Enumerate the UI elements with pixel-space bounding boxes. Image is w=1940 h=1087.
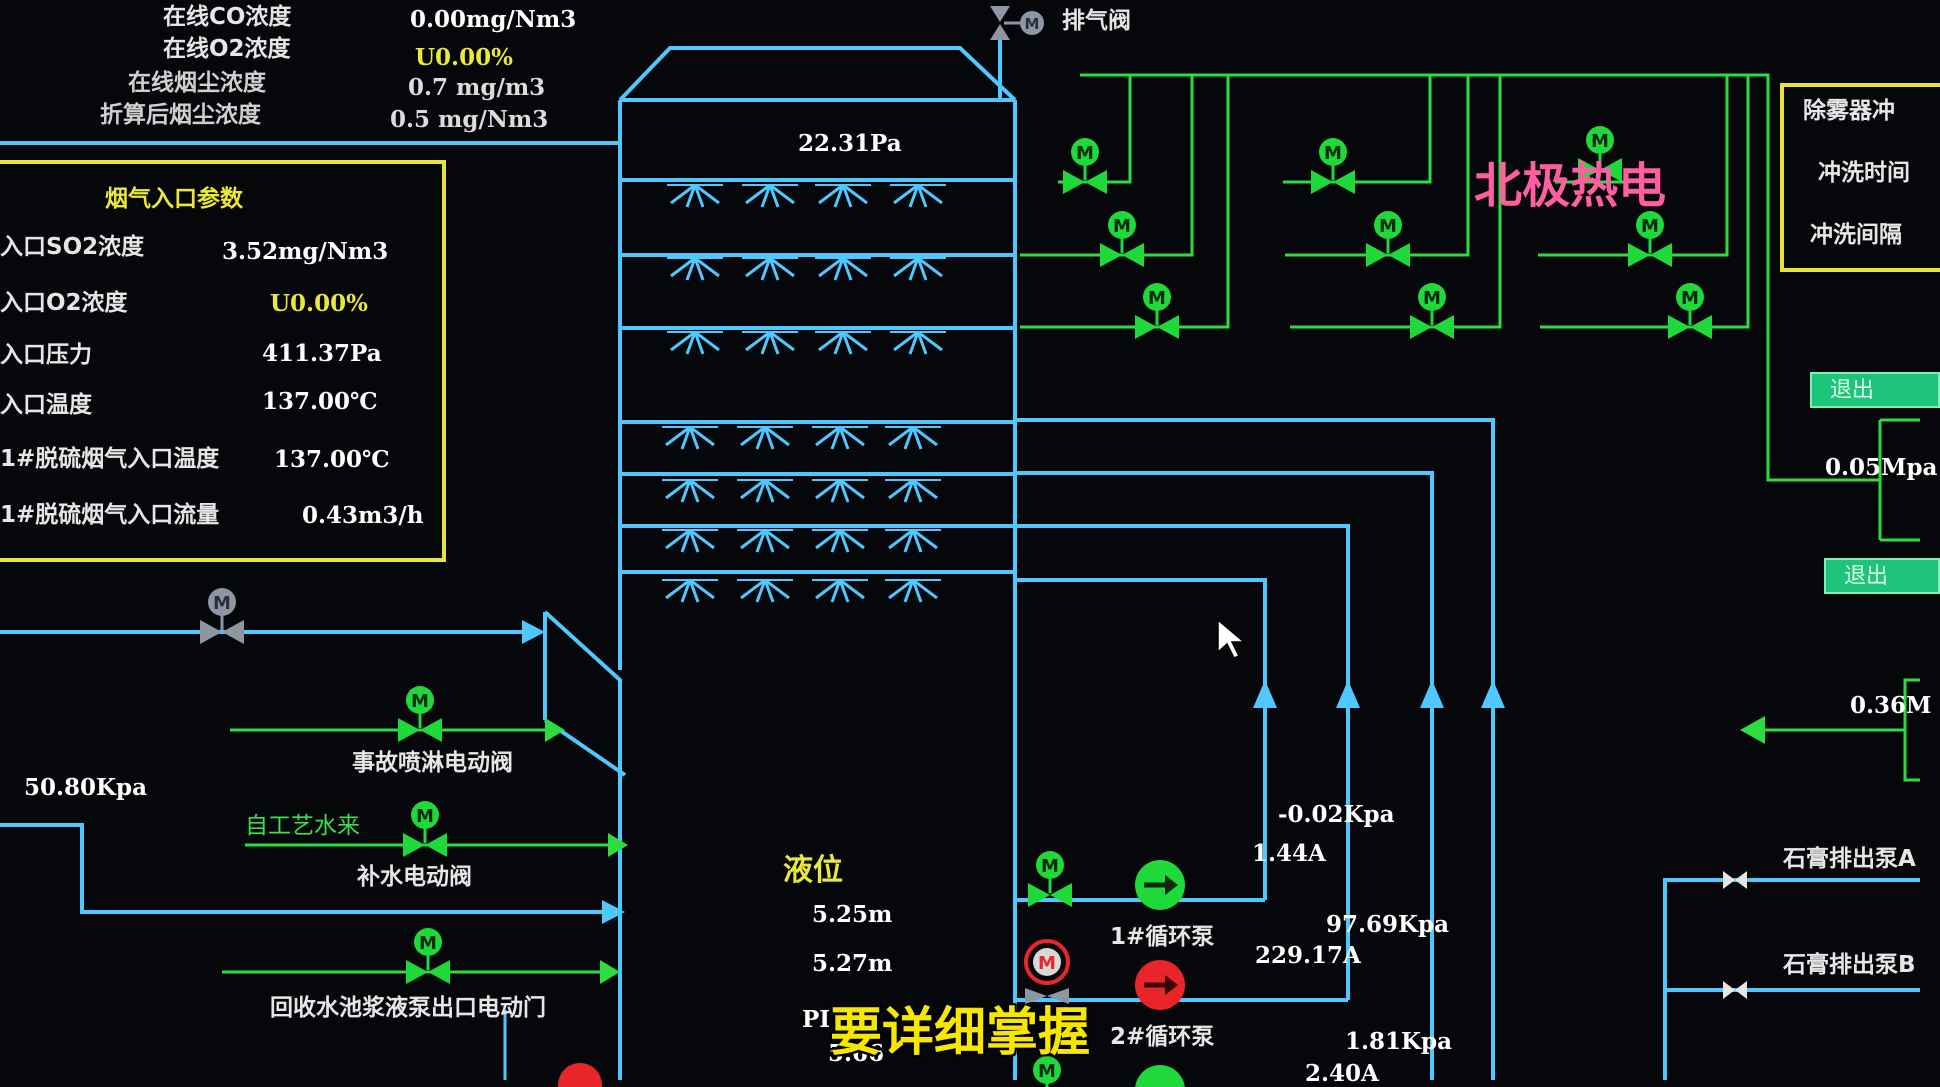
gypsum-discharge-pipes — [1663, 878, 1920, 1080]
inlet-pressure-label: 入口压力 — [0, 342, 92, 368]
pump1-current: 1.44A — [1252, 840, 1326, 867]
lower-left-arrows — [545, 718, 628, 984]
level-value-3: 5.66 — [828, 1040, 885, 1067]
spray-nozzles — [660, 183, 948, 604]
level-value-2: 5.27m — [812, 950, 893, 977]
return-arrow — [1740, 716, 1765, 744]
flush-valve-1[interactable] — [1061, 136, 1109, 196]
flush-valve-5[interactable] — [1364, 209, 1412, 269]
mouse-cursor-icon — [1217, 618, 1247, 659]
gypsum-a-valve[interactable] — [1723, 871, 1747, 889]
pump2-current: 229.17A — [1255, 942, 1361, 969]
exhaust-valve[interactable]: M — [990, 6, 1044, 40]
pump3-pressure: 1.81Kpa — [1345, 1028, 1452, 1055]
inlet-temp-label: 入口温度 — [0, 392, 92, 418]
flow-arrows — [1253, 680, 1505, 708]
right-pressure-2: 0.36M — [1850, 692, 1932, 719]
flush-valve-2[interactable] — [1098, 209, 1146, 269]
pump2-label: 2#循环泵 — [1110, 1024, 1215, 1050]
recirculation-pipes — [1015, 418, 1495, 1080]
makeup-water-valve[interactable] — [401, 799, 449, 859]
gypsum-pump-b-label: 石膏排出泵B — [1783, 952, 1916, 978]
accident-spray-valve[interactable] — [396, 684, 444, 744]
online-dust-value: 0.7 mg/m3 — [408, 74, 546, 101]
online-co-label: 在线CO浓度 — [163, 4, 292, 30]
flush-interval-label: 冲洗间隔 — [1810, 222, 1902, 248]
online-dust-label: 在线烟尘浓度 — [128, 70, 266, 96]
pump2-pressure: 97.69Kpa — [1326, 911, 1449, 938]
makeup-cyan-pipe — [0, 823, 625, 924]
inlet-so2-label: 入口SO2浓度 — [0, 234, 145, 260]
inlet-temp-value: 137.00℃ — [262, 388, 378, 415]
recovery-pump-outlet-valve[interactable] — [404, 926, 452, 986]
inlet-o2-value: U0.00% — [270, 290, 368, 317]
ph-label-partial: PI — [802, 1006, 831, 1033]
right-pressure-1: 0.05Mpa — [1825, 454, 1938, 481]
converted-dust-value: 0.5 mg/Nm3 — [390, 106, 549, 133]
level-label: 液位 — [783, 853, 843, 888]
absorber-tower — [0, 40, 1017, 1080]
tower-pressure: 22.31Pa — [798, 130, 902, 157]
exit-button-1[interactable]: 退出 — [1810, 372, 1940, 408]
online-o2-value: U0.00% — [415, 44, 513, 71]
flush-valve-8[interactable] — [1626, 209, 1674, 269]
inlet-o2-label: 入口O2浓度 — [0, 290, 128, 316]
fgd-inlet-flow-value: 0.43m3/h — [302, 502, 424, 529]
fgd-inlet-flow-label: 1#脱硫烟气入口流量 — [0, 502, 220, 528]
process-water-label: 自工艺水来 — [245, 813, 360, 839]
inlet-so2-value: 3.52mg/Nm3 — [222, 238, 389, 265]
exhaust-valve-label: 排气阀 — [1062, 8, 1131, 34]
recovery-pump-outlet-label: 回收水池浆液泵出口电动门 — [270, 995, 546, 1021]
fgd-inlet-temp-label: 1#脱硫烟气入口温度 — [0, 446, 220, 472]
demister-panel-title: 除雾器冲 — [1803, 98, 1895, 124]
video-subtitle: 要详细掌握 — [829, 1003, 1090, 1063]
demister-panel-frame — [1780, 83, 1940, 272]
pump2-symbol[interactable] — [1135, 960, 1185, 1010]
pump3-current: 2.40A — [1305, 1060, 1379, 1087]
accident-spray-label: 事故喷淋电动阀 — [352, 750, 513, 776]
bottom-red-indicator — [558, 1063, 602, 1087]
flue-inlet-pipe — [0, 586, 545, 646]
gypsum-pump-a-label: 石膏排出泵A — [1783, 846, 1916, 872]
left-pressure: 50.80Kpa — [24, 774, 147, 801]
level-value-1: 5.25m — [812, 901, 893, 928]
online-o2-label: 在线O2浓度 — [163, 36, 291, 62]
flush-valve-9[interactable] — [1666, 281, 1714, 341]
flush-valve-6[interactable] — [1408, 281, 1456, 341]
fgd-inlet-temp-value: 137.00℃ — [274, 446, 390, 473]
flush-valve-4[interactable] — [1309, 136, 1357, 196]
watermark-text: 北极热电 — [1474, 158, 1667, 214]
inlet-panel-frame — [0, 160, 446, 562]
converted-dust-label: 折算后烟尘浓度 — [100, 102, 261, 128]
flush-time-label: 冲洗时间 — [1818, 160, 1910, 186]
flush-valve-3[interactable] — [1133, 281, 1181, 341]
inlet-panel-title: 烟气入口参数 — [105, 186, 243, 212]
makeup-water-label: 补水电动阀 — [357, 864, 472, 890]
svg-text:M: M — [1025, 15, 1040, 33]
demister-flush-pipes — [1020, 73, 1920, 782]
pump3-symbol[interactable] — [1135, 1065, 1185, 1087]
pump1-symbol[interactable] — [1135, 860, 1185, 910]
exit-button-2[interactable]: 退出 — [1824, 558, 1940, 594]
svg-text:M: M — [1038, 953, 1056, 974]
pump1-pressure: -0.02Kpa — [1278, 801, 1395, 828]
inlet-pressure-value: 411.37Pa — [262, 340, 382, 367]
pump1-label: 1#循环泵 — [1110, 924, 1215, 950]
online-co-value: 0.00mg/Nm3 — [410, 6, 577, 33]
pump2-inlet-valve-red[interactable]: M — [1024, 939, 1070, 1004]
